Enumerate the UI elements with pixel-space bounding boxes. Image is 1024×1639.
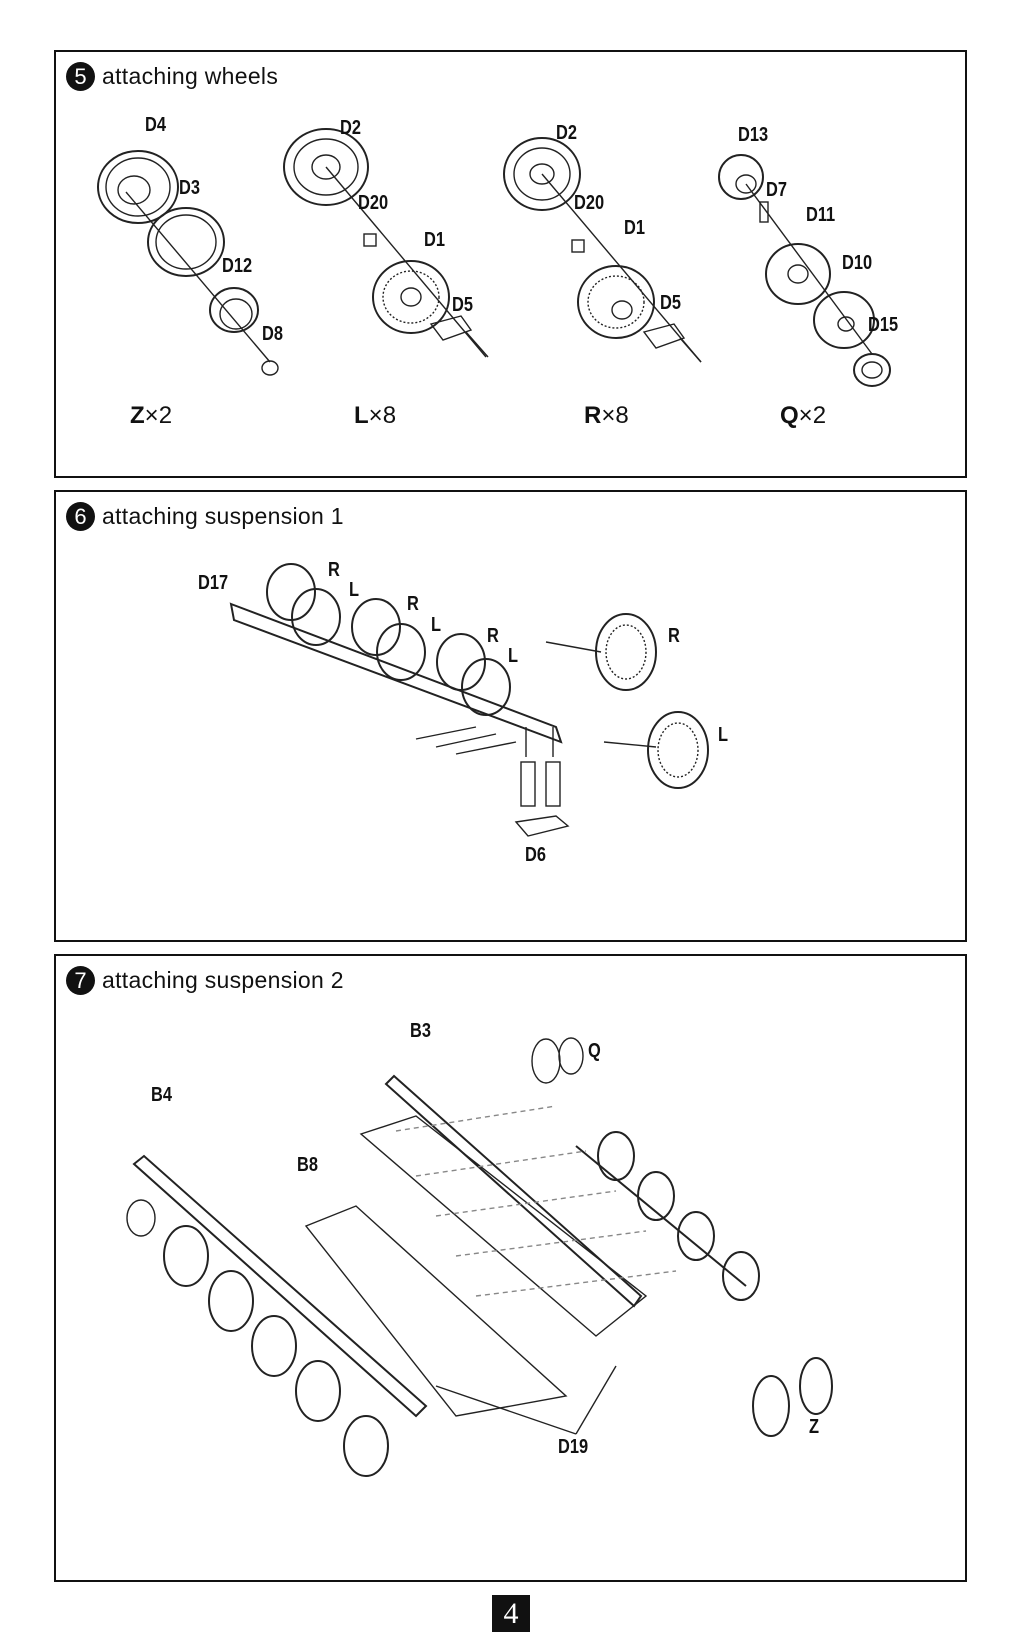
assembly-quantity-r: R×8 <box>584 402 629 429</box>
part-label: D8 <box>262 323 283 345</box>
wheel-label: R <box>668 625 680 647</box>
part-label-b4: B4 <box>151 1084 172 1106</box>
part-label: D20 <box>574 192 605 214</box>
idler-assembly-drawing <box>718 154 891 387</box>
springs-drawing <box>514 761 570 837</box>
part-label: D12 <box>222 255 253 277</box>
sprocket-z-drawing <box>752 1357 833 1437</box>
idler-q-drawing <box>531 1037 584 1084</box>
wheel-label: L <box>718 724 729 746</box>
step-7-header: 7 attaching suspension 2 <box>66 966 344 995</box>
part-label: D20 <box>358 192 389 214</box>
part-label-d19: D19 <box>558 1436 589 1458</box>
part-label-d17: D17 <box>198 572 229 594</box>
step-title: attaching wheels <box>102 63 279 89</box>
step-6-panel: 6 attaching suspension 1 D17 R L R L R L… <box>54 490 967 942</box>
part-label: D5 <box>660 292 681 314</box>
part-label: D3 <box>179 177 200 199</box>
right-wheels-drawing <box>575 1131 760 1301</box>
left-wheels-drawing <box>126 1199 389 1477</box>
road-wheel-l-drawing <box>283 128 489 358</box>
hull-b4-drawing <box>132 1154 568 1418</box>
step-number-badge: 5 <box>66 62 95 91</box>
wheel-label: L <box>508 645 519 667</box>
step-title: attaching suspension 1 <box>102 503 344 529</box>
wheel-label: R <box>407 593 419 615</box>
step-7-panel: 7 attaching suspension 2 <box>54 954 967 1582</box>
part-label: D4 <box>145 114 166 136</box>
part-label: D11 <box>806 204 836 226</box>
suspension-1-diagram <box>229 563 709 837</box>
assembly-quantity-l: L×8 <box>354 402 397 429</box>
part-label: D15 <box>868 314 899 336</box>
part-label: D2 <box>556 122 577 144</box>
part-label: D2 <box>340 117 361 139</box>
wheel-label: R <box>328 559 340 581</box>
part-label: D5 <box>452 294 473 316</box>
part-label: D7 <box>766 179 787 201</box>
assembly-label-z: Z <box>809 1416 820 1438</box>
assembly-quantity-q: Q×2 <box>780 402 827 429</box>
step-number-badge: 7 <box>66 966 95 995</box>
part-label-d6: D6 <box>525 844 546 866</box>
sprocket-assembly-drawing <box>97 150 279 376</box>
step-5-panel: 5 attaching wheels <box>54 50 967 478</box>
assembly-quantity-z: Z×2 <box>130 402 173 429</box>
wheel-label: L <box>349 579 360 601</box>
part-label: D1 <box>424 229 445 251</box>
step-5-header: 5 attaching wheels <box>66 62 278 91</box>
road-wheel-r-drawing <box>503 137 702 363</box>
part-label: D13 <box>738 124 769 146</box>
step-title: attaching suspension 2 <box>102 967 344 993</box>
part-label: D10 <box>842 252 873 274</box>
road-wheels-drawing <box>266 563 709 789</box>
step-number-badge: 6 <box>66 502 95 531</box>
part-label: D1 <box>624 217 645 239</box>
page-number: 4 <box>492 1595 530 1632</box>
wheel-label: L <box>431 614 442 636</box>
suspension-2-diagram <box>126 1037 833 1477</box>
hull-b3-drawing <box>359 1074 648 1337</box>
wheel-label: R <box>487 625 499 647</box>
step-6-header: 6 attaching suspension 1 <box>66 502 344 531</box>
assembly-label-q: Q <box>588 1040 601 1062</box>
part-label-b8: B8 <box>297 1154 318 1176</box>
wheels-exploded-diagram <box>97 128 891 387</box>
part-label-b3: B3 <box>410 1020 431 1042</box>
